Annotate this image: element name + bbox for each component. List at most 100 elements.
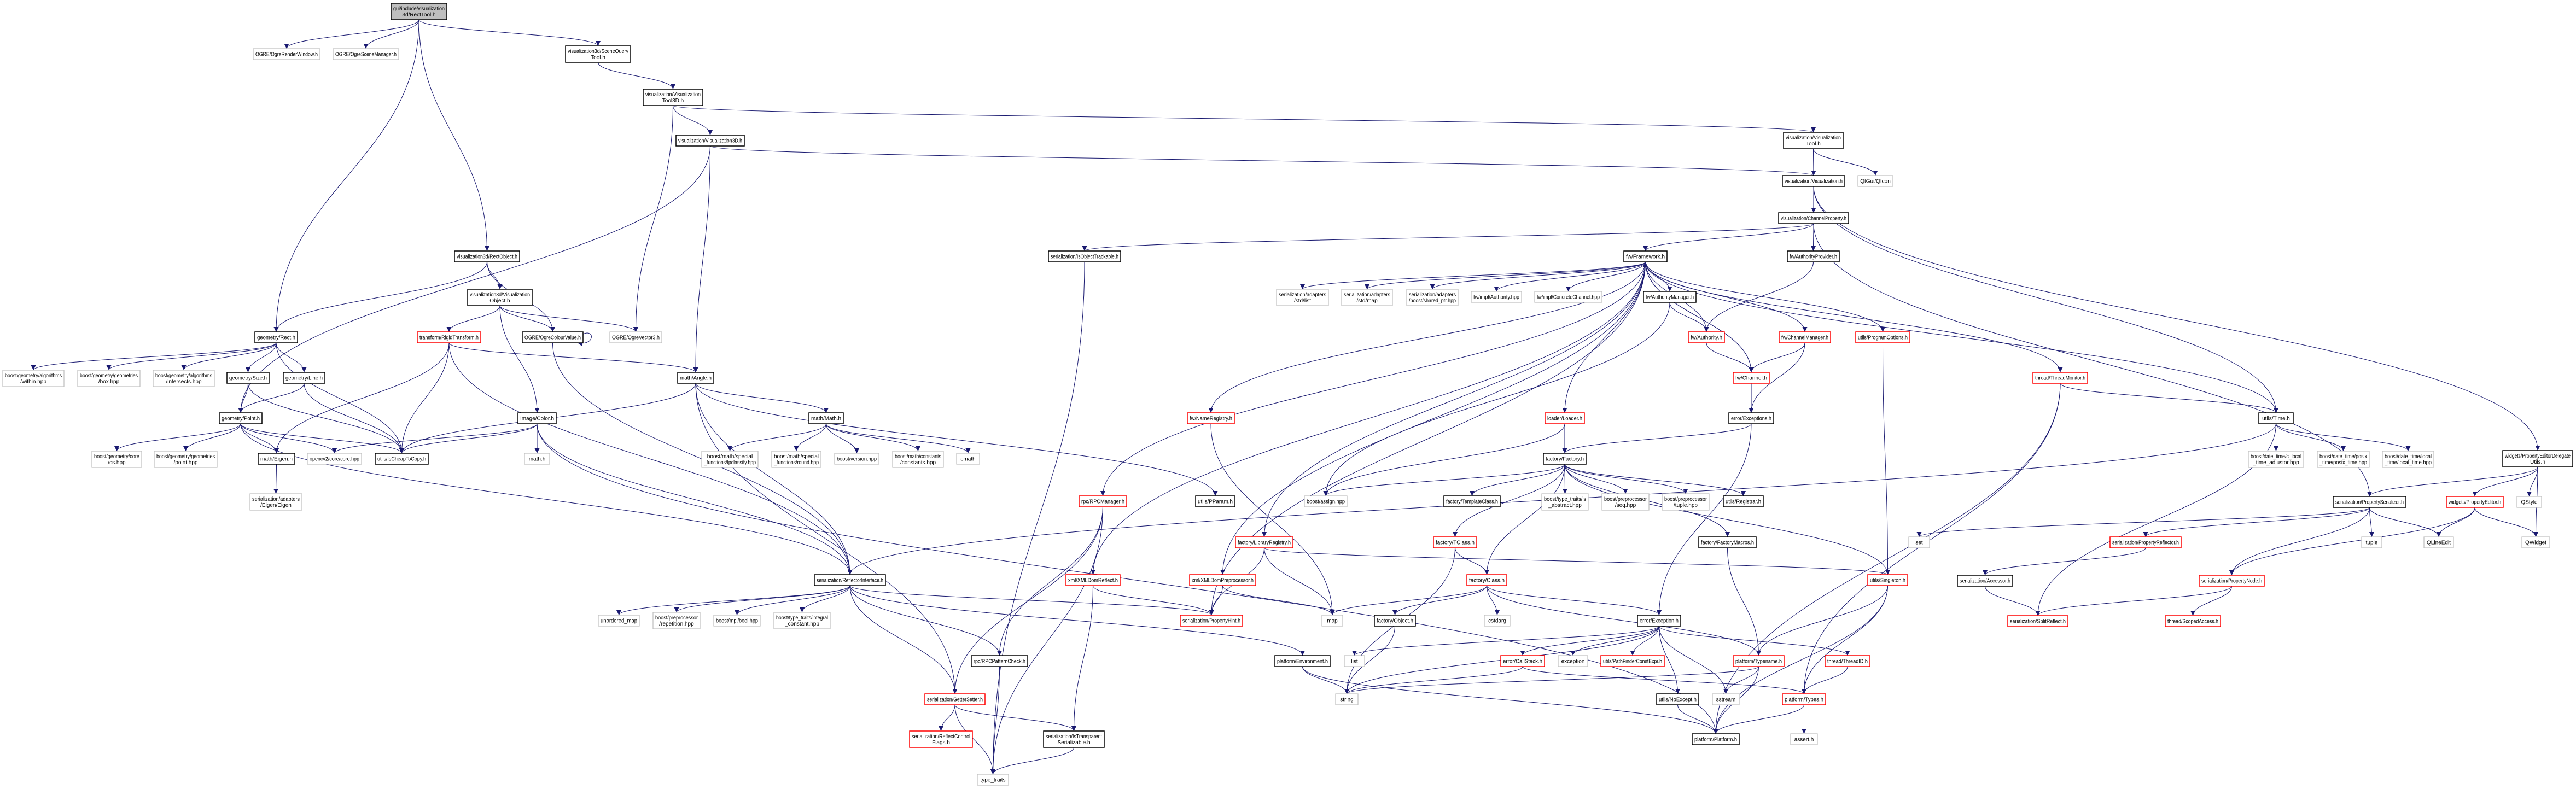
node-box — [517, 412, 557, 424]
graph-node-propEd[interactable]: widgets/PropertyEditor.h — [2446, 496, 2504, 508]
graph-node-propHint[interactable]: serialization/PropertyHint.h — [1180, 615, 1243, 627]
graph-node-rpcPat[interactable]: rpc/RPCPatternCheck.h — [971, 655, 1028, 667]
graph-node-xmlRefl[interactable]: xml/XMLDomReflect.h — [1065, 574, 1121, 586]
node-box — [391, 3, 447, 20]
graph-node-loader[interactable]: loader/Loader.h — [1545, 412, 1585, 424]
graph-node-callstack[interactable]: error/CallStack.h — [1500, 655, 1545, 667]
edge-rectObj-to-visObj — [487, 261, 503, 290]
graph-node-accessor[interactable]: serialization/Accessor.h — [1957, 575, 2013, 587]
graph-node-platform[interactable]: platform/Platform.h — [1692, 733, 1740, 745]
edge-threadMon-to-types — [1802, 383, 2061, 694]
graph-node-rectObj[interactable]: visualization3d/RectObject.h — [454, 250, 520, 262]
graph-node-time[interactable]: utils/Time.h — [2258, 412, 2294, 424]
graph-node-authority[interactable]: fw/Authority.h — [1688, 331, 1725, 343]
node-box — [258, 453, 295, 465]
graph-node-propSer[interactable]: serialization/PropertySerializer.h — [2333, 496, 2406, 508]
edge-libReg-to-singleton — [1264, 547, 1890, 575]
edge-progOpt-to-singleton — [1883, 342, 1890, 575]
node-box — [1065, 574, 1121, 586]
graph-node-typename[interactable]: platform/Typename.h — [1733, 655, 1785, 667]
graph-node-colour[interactable]: OGRE/OgreColourValue.h — [522, 331, 584, 343]
graph-node-pathFinder[interactable]: utils/PathFinderConstExpr.h — [1600, 655, 1665, 667]
graph-node-noexcept[interactable]: utils/NoExcept.h — [1656, 693, 1699, 705]
edge-authority-to-channel — [1706, 342, 1754, 373]
graph-node-splitRefl[interactable]: serialization/SplitReflect.h — [2007, 615, 2068, 627]
graph-node-facMacros[interactable]: factory/FactoryMacros.h — [1698, 536, 1757, 548]
graph-node-templClass[interactable]: factory/TemplateClass.h — [1443, 495, 1501, 507]
graph-node-line[interactable]: geometry/Line.h — [283, 372, 325, 384]
node-box — [2165, 615, 2221, 627]
node-label: _abstract.hpp — [1548, 502, 1582, 509]
node-box — [1867, 574, 1908, 586]
graph-node-scoped[interactable]: thread/ScopedAccess.h — [2165, 615, 2221, 627]
graph-node-exceptions[interactable]: error/Exceptions.h — [1728, 412, 1774, 424]
node-label: cstdarg — [1488, 618, 1506, 624]
graph-node-singleton[interactable]: utils/Singleton.h — [1867, 574, 1908, 586]
graph-node-threadMon[interactable]: thread/ThreadMonitor.h — [2032, 372, 2088, 384]
node-box — [77, 370, 141, 387]
graph-node-vis[interactable]: visualization/Visualization.h — [1782, 175, 1845, 187]
edge-visObj-to-colour — [499, 305, 555, 332]
graph-node-pparam[interactable]: utils/PParam.h — [1195, 495, 1235, 507]
graph-node-eigen[interactable]: math/Eigen.h — [258, 453, 295, 465]
graph-node-authMgr[interactable]: fw/AuthorityManager.h — [1643, 291, 1697, 303]
node-label: /intersects.hpp — [166, 379, 201, 385]
graph-node-framework[interactable]: fw/Framework.h — [1623, 250, 1668, 262]
graph-node-types[interactable]: platform/Types.h — [1782, 693, 1826, 705]
node-box — [977, 774, 1009, 786]
node-box — [2248, 451, 2304, 468]
graph-node-rect[interactable]: geometry/Rect.h — [254, 331, 298, 343]
graph-node-size[interactable]: geometry/Size.h — [226, 372, 270, 384]
graph-node-mathh[interactable]: math/Math.h — [808, 412, 844, 424]
graph-node-chanMgr[interactable]: fw/ChannelManager.h — [1779, 331, 1831, 343]
graph-node-cLocal: boost/date_time/c_local_time_adjustor.hp… — [2248, 451, 2304, 468]
graph-node-channel[interactable]: fw/Channel.h — [1733, 372, 1770, 384]
graph-node-chanProp[interactable]: visualization/ChannelProperty.h — [1778, 212, 1849, 224]
node-box — [609, 331, 662, 343]
graph-node-exception[interactable]: error/Exception.h — [1637, 615, 1681, 627]
graph-node-angle[interactable]: math/Angle.h — [677, 372, 714, 384]
graph-node-authProv[interactable]: fw/AuthorityProvider.h — [1787, 250, 1840, 262]
graph-node-propRefl[interactable]: serialization/PropertyReflector.h — [2109, 536, 2182, 548]
graph-node-getset[interactable]: serialization/GetterSetter.h — [924, 693, 986, 705]
graph-node-point[interactable]: geometry/Point.h — [219, 412, 263, 424]
graph-node-objecth[interactable]: factory/Object.h — [1374, 615, 1416, 627]
graph-node-color[interactable]: Image/Color.h — [517, 412, 557, 424]
node-label: set — [1915, 540, 1923, 546]
graph-node-nameReg[interactable]: fw/NameRegistry.h — [1187, 412, 1235, 424]
graph-node-reflIf[interactable]: serialization/ReflectorInterface.h — [814, 574, 886, 586]
graph-node-cheap[interactable]: utils/IsCheapToCopy.h — [375, 453, 429, 465]
graph-node-mplbool: boost/mpl/bool.hpp — [713, 615, 761, 627]
graph-node-factory[interactable]: factory/Factory.h — [1543, 453, 1587, 465]
node-label: utils/Singleton.h — [1870, 578, 1905, 584]
graph-node-v3d[interactable]: visualization/Visualization3D.h — [675, 135, 745, 147]
graph-node-objTrack[interactable]: serialization/IsObjectTrackable.h — [1048, 250, 1121, 262]
node-box — [1189, 574, 1256, 586]
graph-node-rigid[interactable]: transform/RigidTransform.h — [417, 331, 481, 343]
node-label: serialization/SplitReflect.h — [2010, 619, 2066, 625]
edge-threadMon-to-time — [2060, 383, 2278, 413]
graph-node-threadID[interactable]: thread/ThreadID.h — [1825, 655, 1870, 667]
graph-node-env[interactable]: platform/Environment.h — [1274, 655, 1331, 667]
graph-node-classh[interactable]: factory/Class.h — [1466, 574, 1507, 586]
graph-node-rpcMgr[interactable]: rpc/RPCManager.h — [1079, 495, 1127, 507]
edge-color-to-opencv — [332, 423, 538, 454]
edge-root-to-sqTool — [418, 19, 601, 46]
edge-vis-to-pedu — [1813, 186, 2540, 451]
node-box — [1195, 495, 1235, 507]
graph-node-registrar[interactable]: utils/Registrar.h — [1723, 495, 1764, 507]
graph-node-libReg[interactable]: factory/LibraryRegistry.h — [1235, 536, 1293, 548]
edge-rect-to-box — [106, 342, 277, 371]
graph-node-progOpt[interactable]: utils/ProgramOptions.h — [1855, 331, 1910, 343]
graph-node-root[interactable]: gui/include/visualization3d/RectTool.h — [391, 3, 447, 20]
graph-node-transp[interactable]: serialization/IsTransparentSerializable.… — [1043, 730, 1105, 748]
graph-node-tclass[interactable]: factory/TClass.h — [1433, 536, 1477, 548]
graph-node-propNode[interactable]: serialization/PropertyNode.h — [2199, 575, 2265, 587]
graph-node-xmlPre[interactable]: xml/XMLDomPreprocessor.h — [1189, 574, 1256, 586]
